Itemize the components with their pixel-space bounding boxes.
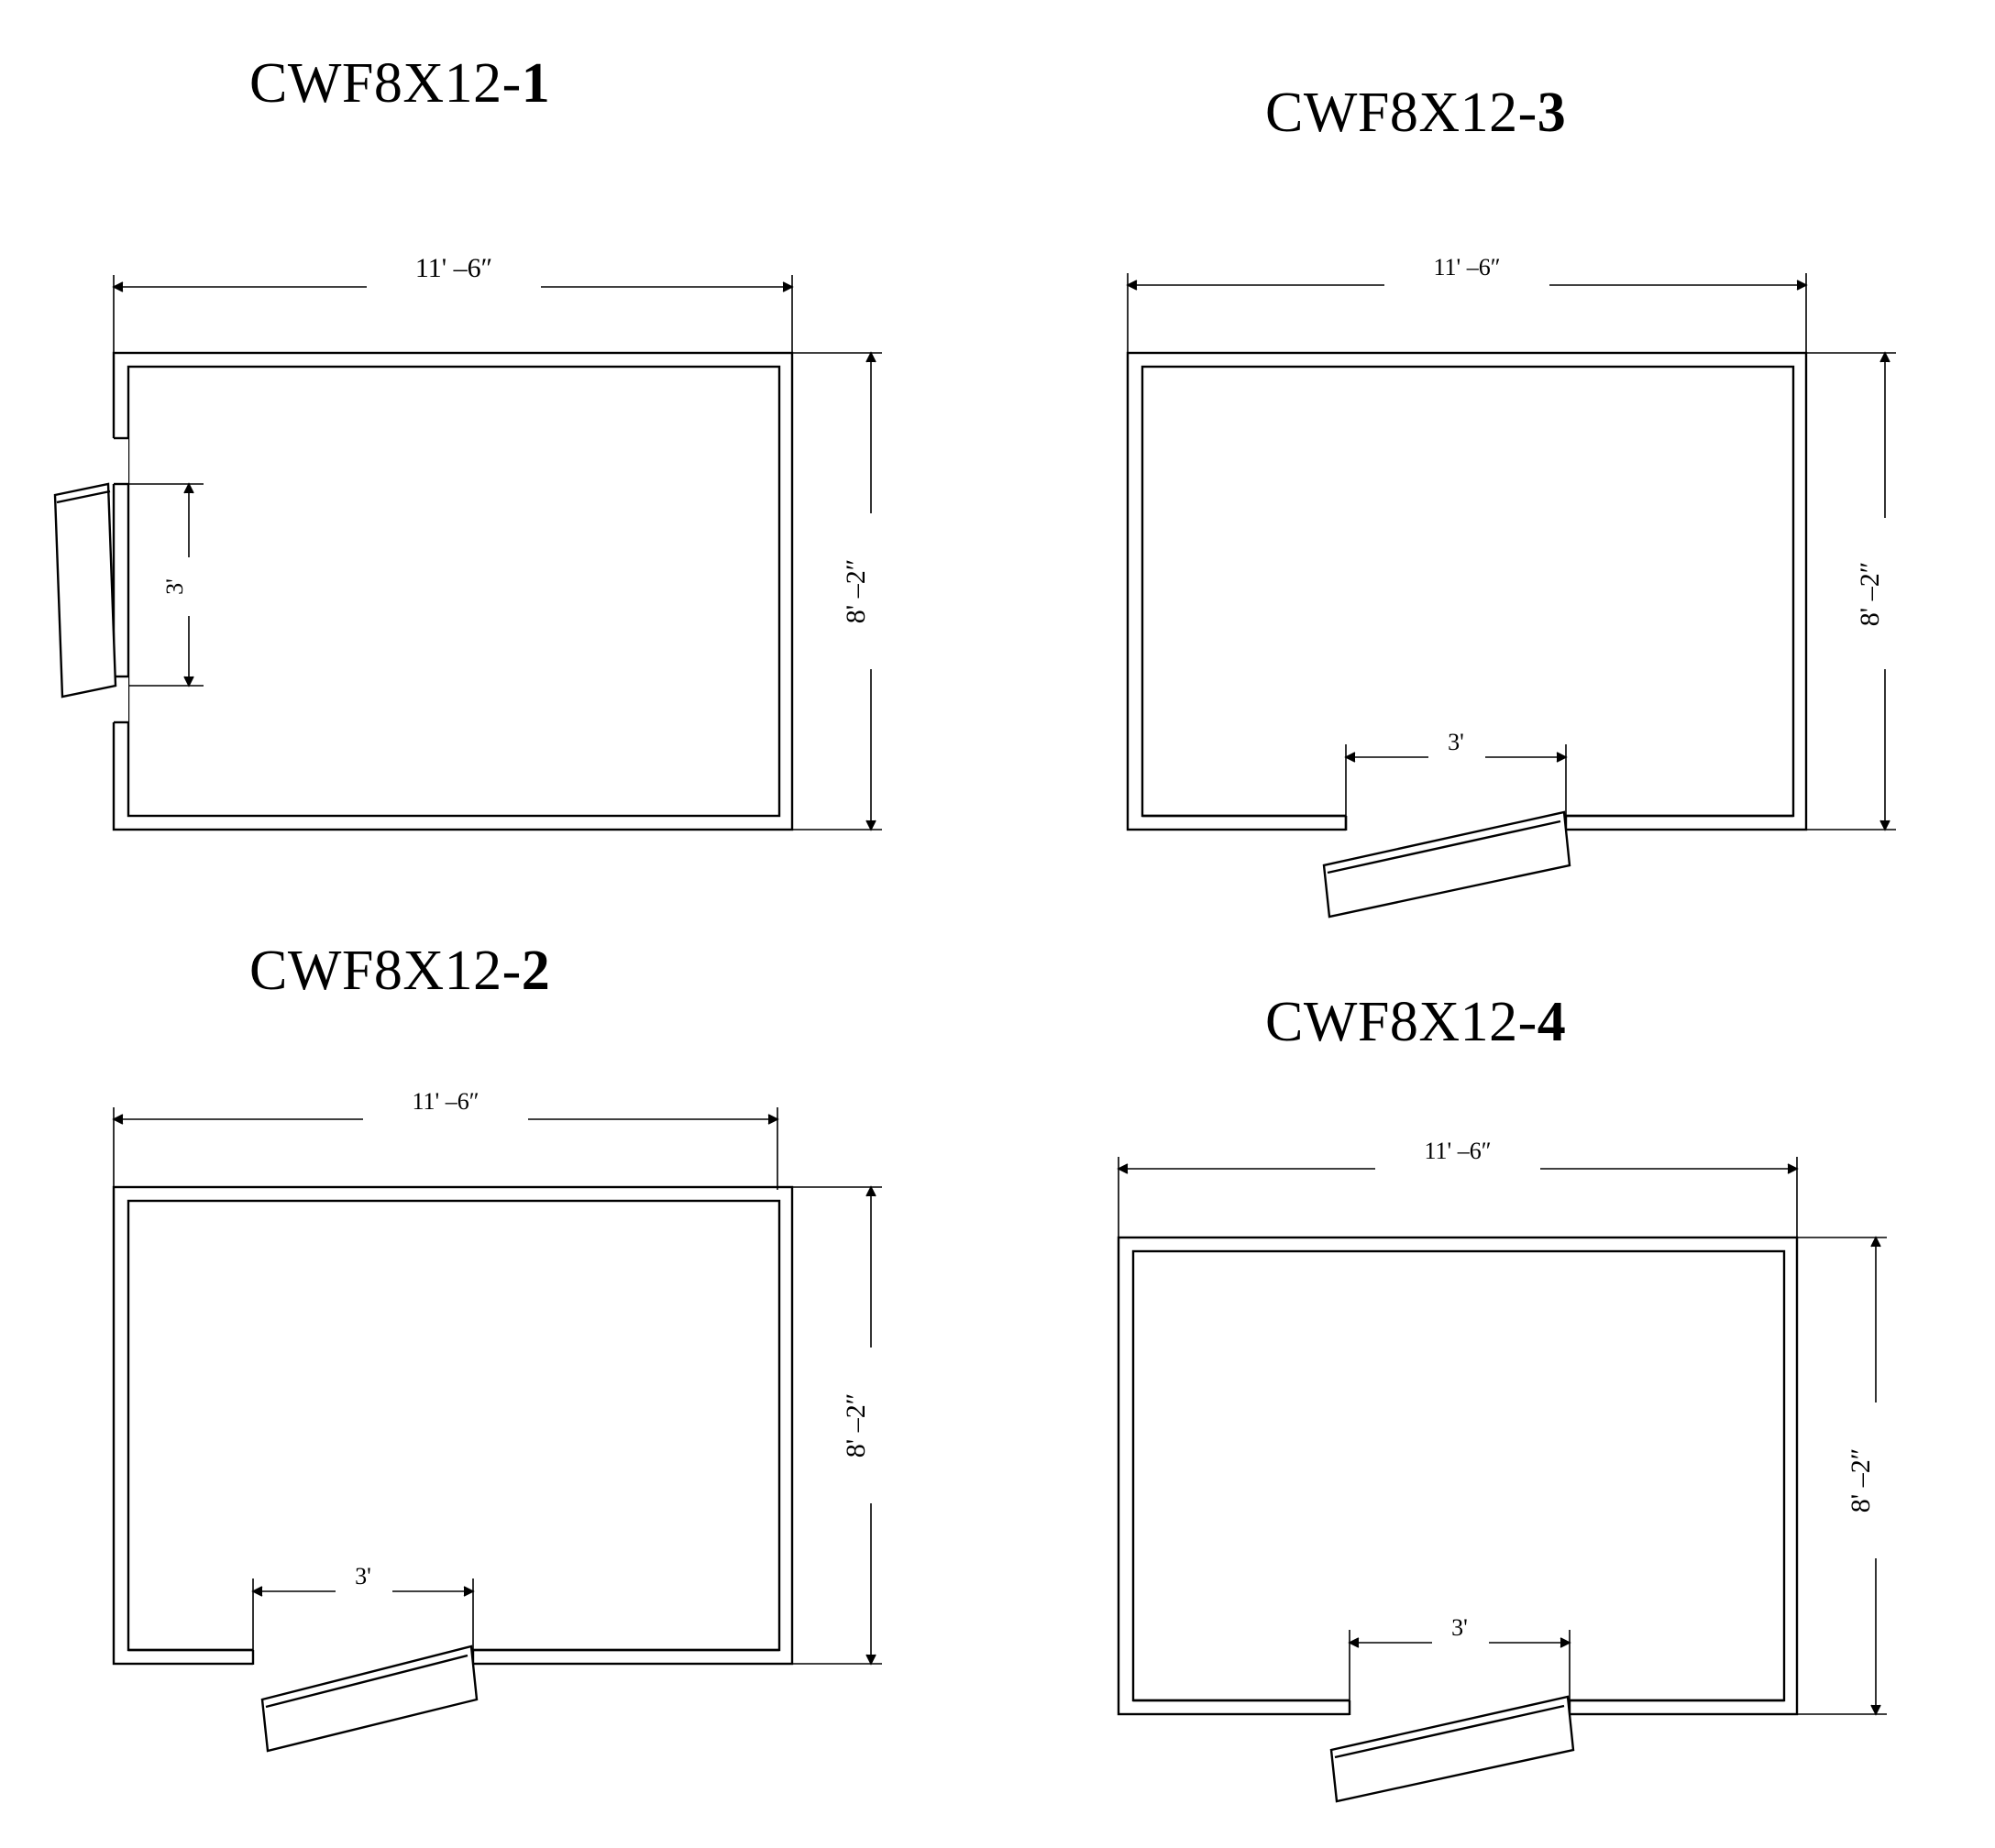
plan-2-dim-door — [251, 1578, 475, 1650]
plan-title-4-prefix: CWF8X12- — [1265, 991, 1538, 1053]
plan-4-drawing: 11' –6″ 8' –2″ 3' — [1117, 1138, 1896, 1803]
plan-title-3-prefix: CWF8X12- — [1265, 82, 1538, 144]
plan-1-dim-width-label: 11' –6″ — [415, 253, 492, 283]
plan-title-2-suffix: 2 — [521, 940, 551, 1002]
plan-2-dim-door-label: 3' — [355, 1563, 371, 1590]
plan-title-3-suffix: 3 — [1537, 82, 1567, 144]
plan-title-1-prefix: CWF8X12- — [249, 52, 522, 115]
floor-plan-cwf8x12-3: CWF8X12-3 — [1027, 0, 1995, 926]
plan-4-dim-height-label: 8' –2″ — [1846, 1448, 1876, 1512]
floor-plan-cwf8x12-1: CWF8X12-1 — [0, 0, 972, 917]
plan-3-dim-width-label: 11' –6″ — [1433, 254, 1500, 280]
plan-title-4: CWF8X12-4 — [1265, 990, 1566, 1055]
plan-title-4-suffix: 4 — [1537, 991, 1567, 1053]
plan-2-dim-width-label: 11' –6″ — [412, 1088, 479, 1115]
plan-3-dim-height-label: 8' –2″ — [1855, 562, 1885, 626]
plan-title-1-suffix: 1 — [521, 52, 551, 115]
plan-1-dim-height-label: 8' –2″ — [841, 559, 871, 623]
plan-4-dim-door-label: 3' — [1451, 1614, 1468, 1641]
plan-title-2: CWF8X12-2 — [249, 939, 550, 1004]
plan-4-dim-width-label: 11' –6″ — [1424, 1138, 1491, 1164]
plan-title-3: CWF8X12-3 — [1265, 81, 1566, 146]
plan-2-dim-height-label: 8' –2″ — [841, 1393, 871, 1458]
plan-2-drawing: 11' –6″ 8' –2″ 3' — [112, 1088, 891, 1753]
plan-1-dim-door-label: 3' — [161, 578, 188, 595]
floor-plan-cwf8x12-4: CWF8X12-4 — [1027, 944, 1995, 1848]
floor-plan-cwf8x12-2: CWF8X12-2 — [0, 889, 972, 1848]
plan-title-2-prefix: CWF8X12- — [249, 940, 522, 1002]
plan-title-1: CWF8X12-1 — [249, 51, 550, 116]
plan-1-drawing: 11' –6″ 8' –2″ 3' — [53, 253, 891, 831]
plan-3-drawing: 11' –6″ 8' –2″ 3' — [1126, 254, 1905, 918]
plan-3-dim-door-label: 3' — [1448, 729, 1464, 755]
